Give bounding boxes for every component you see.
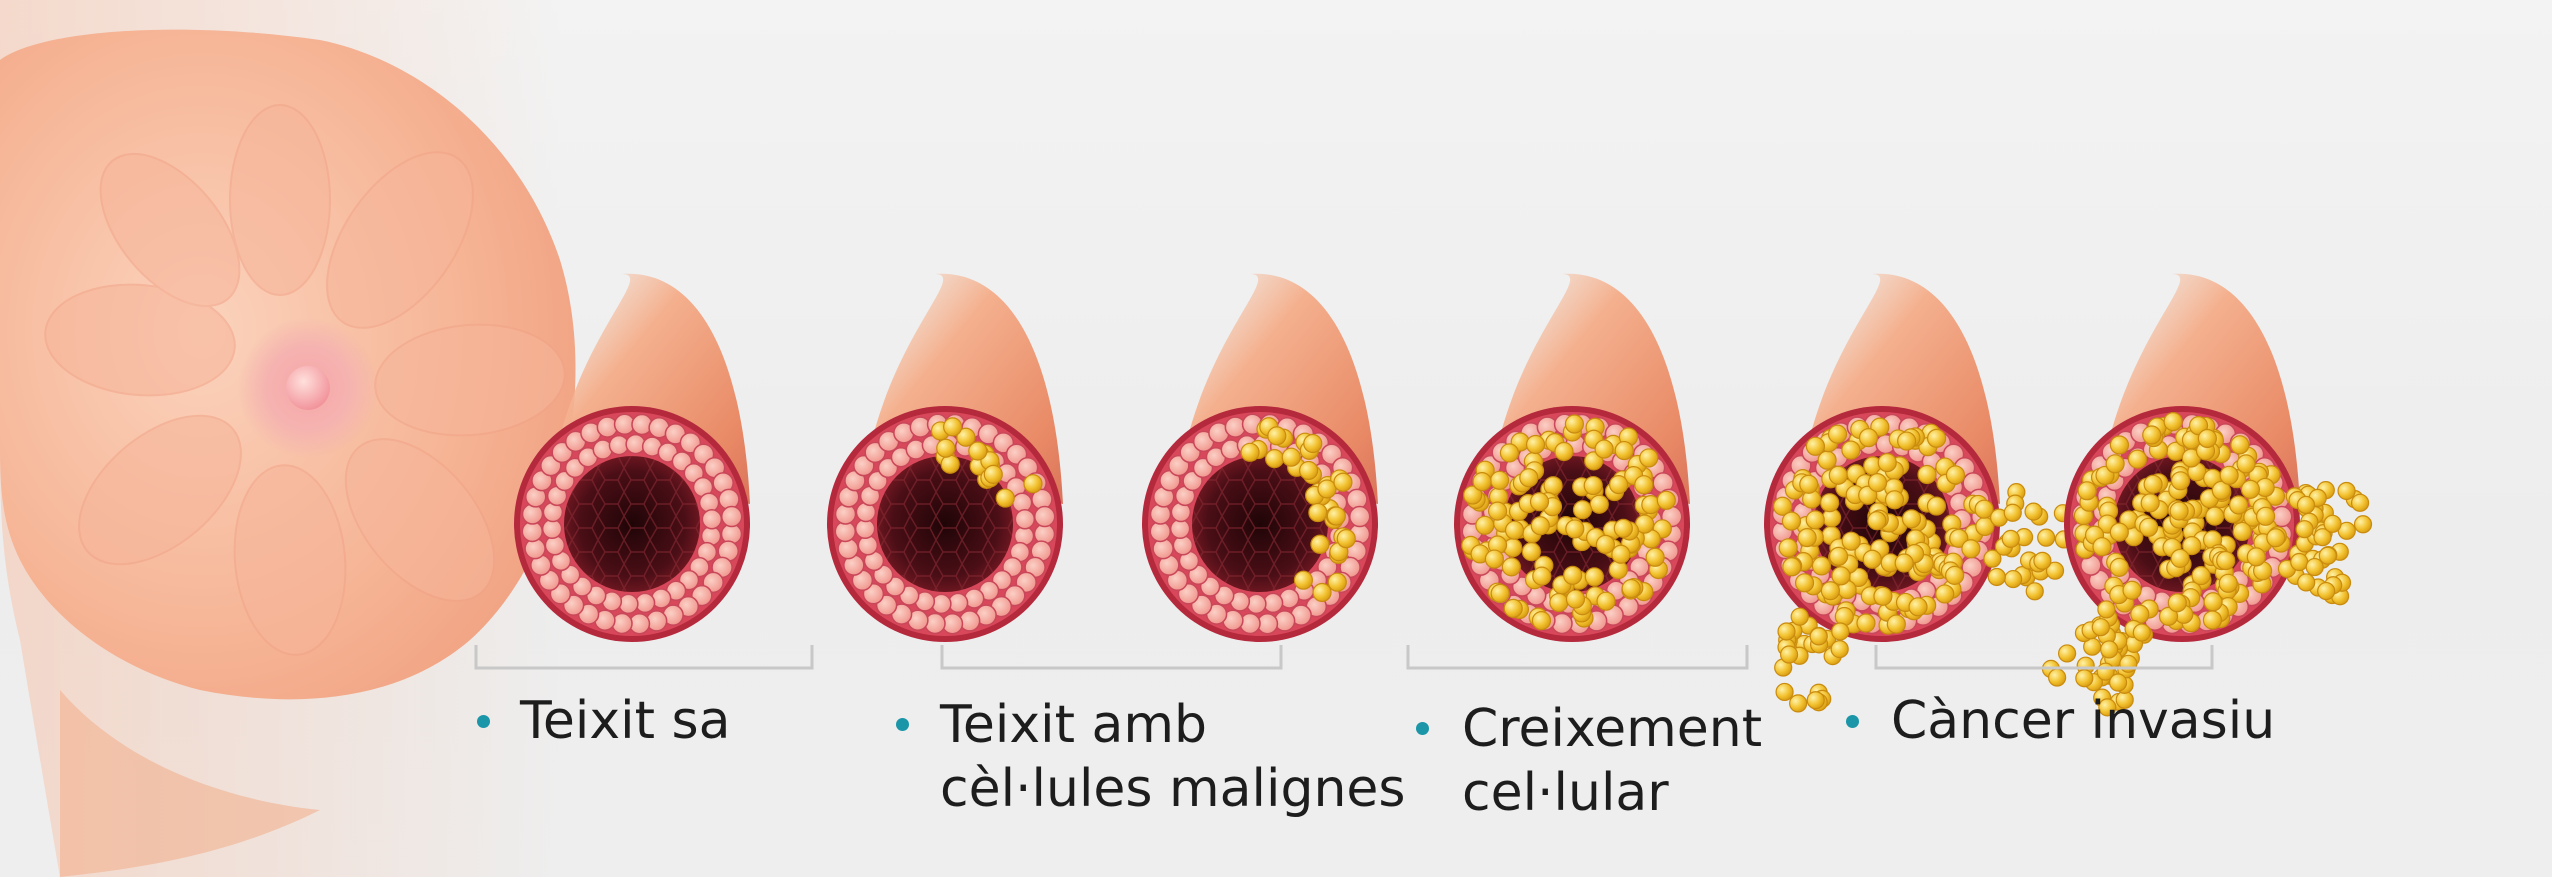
bracket-2 (942, 645, 1281, 668)
bullet-icon (896, 718, 909, 731)
stage-label-text: Teixit sa (520, 688, 730, 754)
duct-6 (2042, 274, 2371, 716)
stage-label-text: Creixement (1462, 696, 1762, 762)
breast-illustration (0, 0, 576, 877)
duct-3 (1142, 274, 1378, 642)
bullet-icon (1416, 722, 1429, 735)
stage-label-text-line2: cel·lular (1462, 760, 1669, 826)
duct-5 (1764, 274, 2072, 712)
bullet-icon (1846, 715, 1859, 728)
stage-label-text: Teixit amb (940, 692, 1207, 758)
duct-cross-sections (514, 274, 2372, 716)
stage-label-text: Càncer invasiu (1891, 688, 2275, 754)
stage-label-text-line2: cèl·lules malignes (940, 756, 1406, 822)
duct-4 (1454, 274, 1690, 642)
duct-2 (827, 274, 1063, 642)
bracket-3 (1408, 645, 1747, 668)
stage-brackets (476, 645, 2212, 668)
nipple (286, 366, 330, 410)
bullet-icon (477, 715, 490, 728)
